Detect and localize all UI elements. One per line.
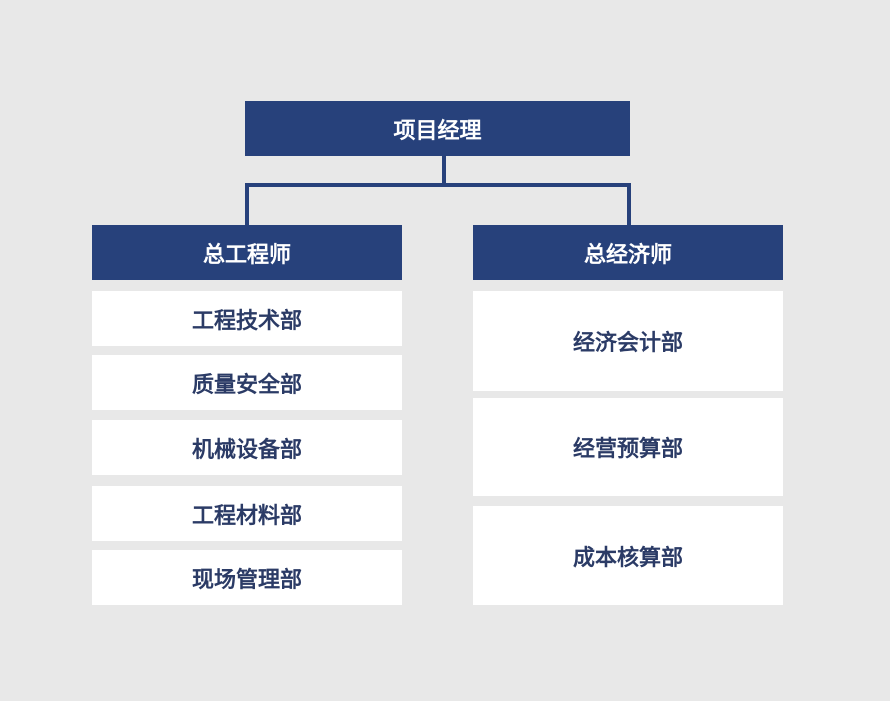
- connector: [245, 183, 249, 225]
- dept-node: 质量安全部: [92, 355, 402, 410]
- dept-node: 工程材料部: [92, 486, 402, 541]
- root-node: 项目经理: [245, 101, 630, 156]
- dept-node: 工程技术部: [92, 291, 402, 346]
- connector: [442, 156, 446, 187]
- dept-node: 经济会计部: [473, 291, 783, 391]
- branch-header-chief-economist: 总经济师: [473, 225, 783, 280]
- dept-node: 现场管理部: [92, 550, 402, 605]
- connector: [627, 183, 631, 225]
- dept-node: 经营预算部: [473, 398, 783, 496]
- dept-node: 机械设备部: [92, 420, 402, 475]
- branch-header-chief-engineer: 总工程师: [92, 225, 402, 280]
- connector: [245, 183, 631, 187]
- dept-node: 成本核算部: [473, 506, 783, 605]
